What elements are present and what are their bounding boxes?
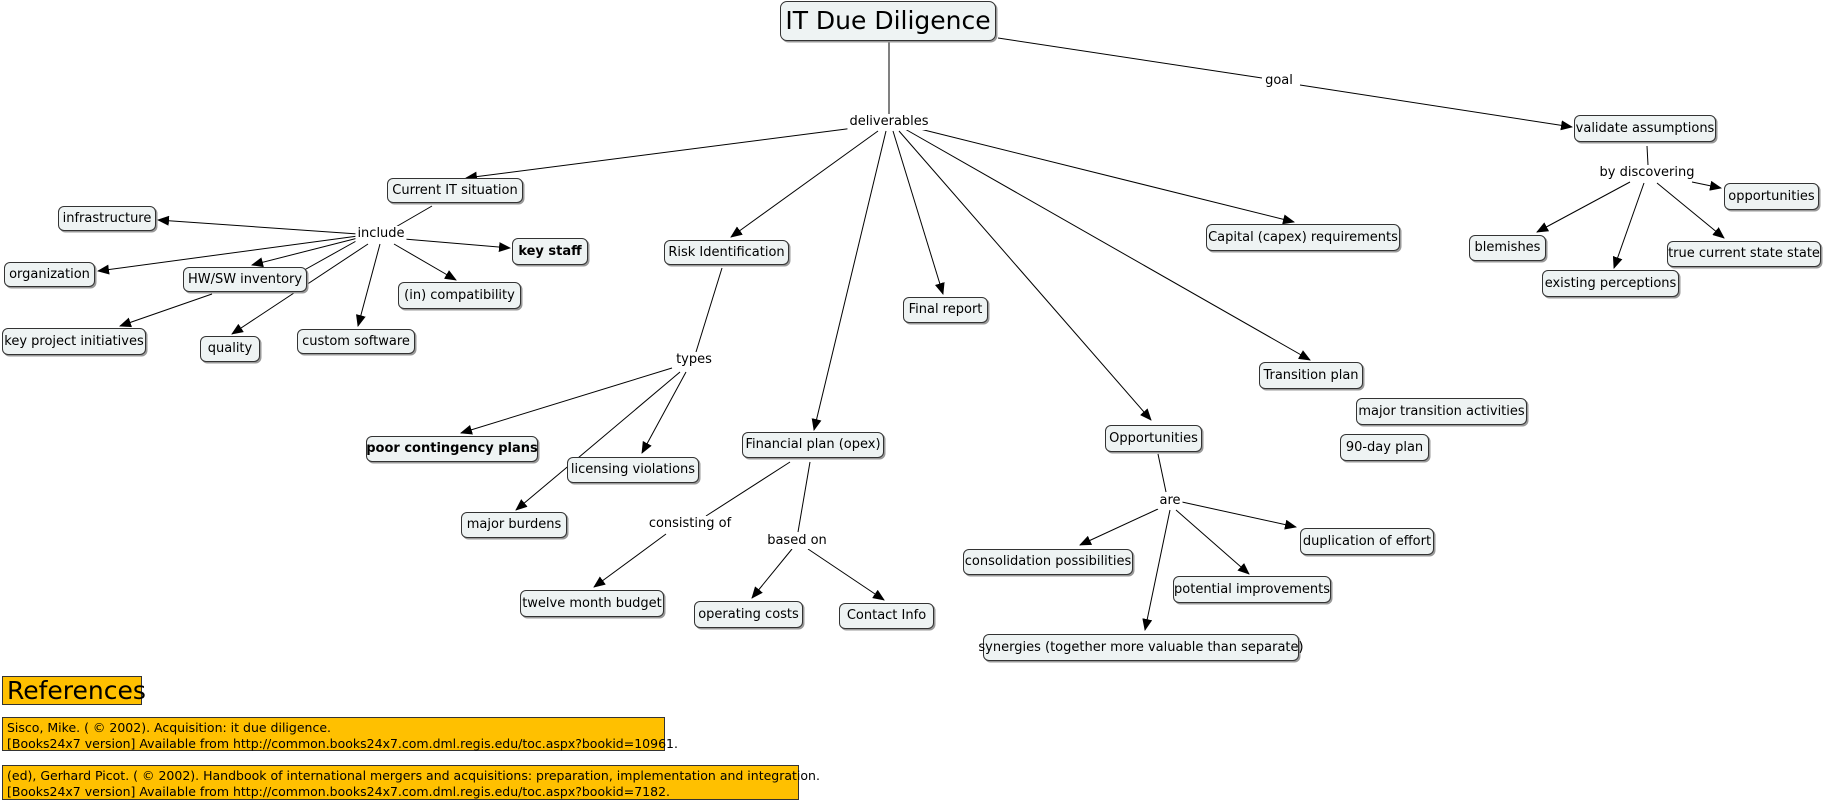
node-organization[interactable]: organization [4,262,95,287]
node-key-project-initiatives[interactable]: key project initiatives [2,328,146,355]
link-label-are: are [1157,493,1183,509]
node-validate-assumptions[interactable]: validate assumptions [1574,115,1716,142]
node-synergies[interactable]: synergies (together more valuable than s… [978,634,1304,661]
node-transition-plan[interactable]: Transition plan [1259,362,1363,389]
node-true-current-state[interactable]: true current state state [1667,241,1821,267]
node-consolidation-possibilities[interactable]: consolidation possibilities [963,549,1133,575]
node-major-burdens[interactable]: major burdens [461,512,567,538]
reference-line: [Books24x7 version] Available from http:… [7,784,671,799]
node-existing-perceptions[interactable]: existing perceptions [1542,270,1679,297]
link-label-goal: goal [1263,73,1295,89]
node-poor-contingency-plans[interactable]: poor contingency plans [366,436,538,462]
node-90-day-plan[interactable]: 90-day plan [1340,434,1429,461]
reference-line: Sisco, Mike. ( © 2002). Acquisition: it … [7,720,331,735]
node-in-compatibility[interactable]: (in) compatibility [398,282,521,309]
references-heading: References [2,676,146,705]
node-infrastructure[interactable]: infrastructure [58,206,156,231]
node-blemishes[interactable]: blemishes [1469,235,1546,261]
node-quality[interactable]: quality [200,336,260,362]
node-final-report[interactable]: Final report [903,297,988,323]
link-label-by-discovering: by discovering [1597,165,1697,181]
reference-item: (ed), Gerhard Picot. ( © 2002). Handbook… [2,765,820,800]
link-label-based-on: based on [765,533,829,549]
link-label-include: include [355,226,407,242]
node-major-transition-activities[interactable]: major transition activities [1356,398,1527,425]
link-label-types: types [674,352,714,368]
link-label-consisting-of: consisting of [646,516,734,532]
node-capital-requirements[interactable]: Capital (capex) requirements [1206,224,1400,251]
node-opportunities-discovered[interactable]: opportunities [1724,183,1819,210]
node-duplication-of-effort[interactable]: duplication of effort [1300,528,1434,555]
reference-line: (ed), Gerhard Picot. ( © 2002). Handbook… [7,768,820,783]
node-licensing-violations[interactable]: licensing violations [567,457,699,483]
node-hw-sw-inventory[interactable]: HW/SW inventory [183,267,307,292]
concept-map-title: IT Due Diligence [780,1,996,41]
node-custom-software[interactable]: custom software [297,329,415,354]
node-contact-info[interactable]: Contact Info [839,603,934,629]
node-operating-costs[interactable]: operating costs [694,601,803,628]
node-twelve-month-budget[interactable]: twelve month budget [520,590,664,617]
reference-line: [Books24x7 version] Available from http:… [7,736,678,751]
node-opportunities[interactable]: Opportunities [1105,425,1202,452]
reference-item: Sisco, Mike. ( © 2002). Acquisition: it … [2,717,678,751]
node-key-staff[interactable]: key staff [512,238,588,265]
node-current-it-situation[interactable]: Current IT situation [387,178,523,203]
link-label-deliverables: deliverables [847,114,931,130]
node-potential-improvements[interactable]: potential improvements [1173,576,1331,603]
node-financial-plan[interactable]: Financial plan (opex) [742,432,884,458]
node-risk-identification[interactable]: Risk Identification [664,240,789,265]
